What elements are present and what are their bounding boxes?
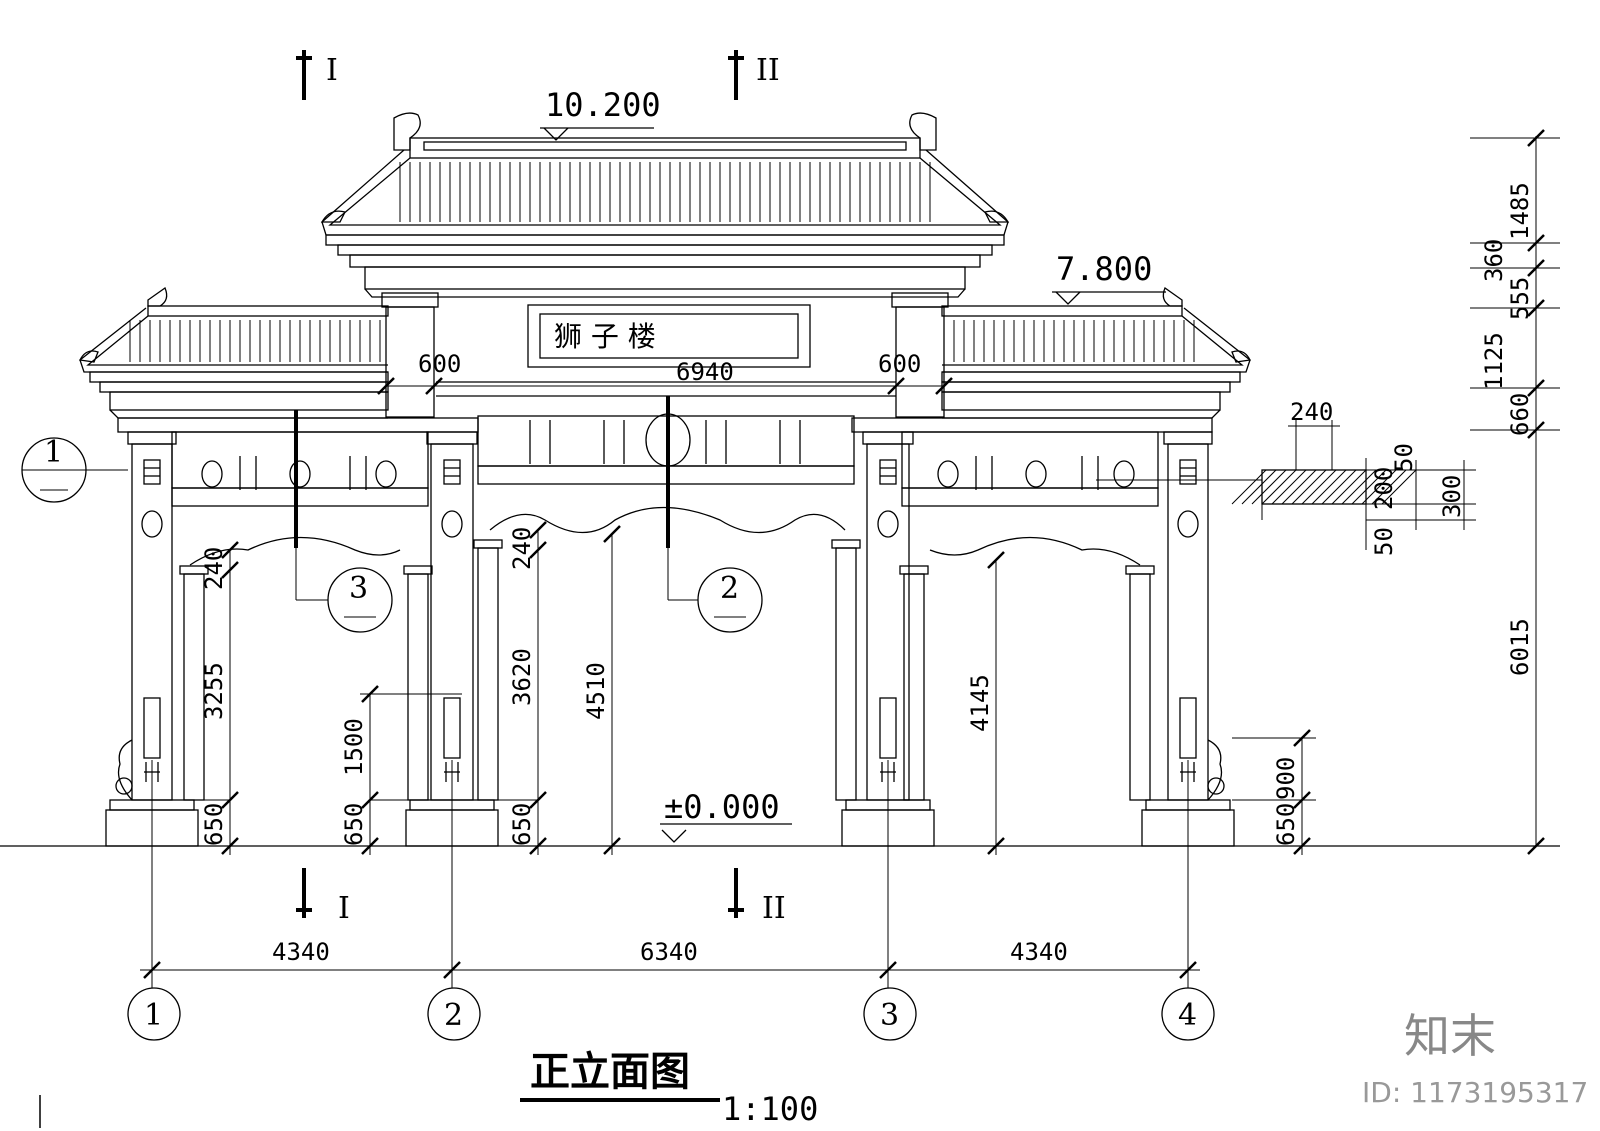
- pilaster: [831, 539, 861, 801]
- detail-2-label: 2: [720, 571, 739, 606]
- inner-dim-labels: 600 6940 600: [418, 350, 921, 386]
- drawing-scale: 1:100: [722, 1090, 818, 1128]
- main-roof-tiles: [399, 162, 931, 222]
- detail-3-label: 3: [349, 571, 368, 606]
- axis-label-1: 1: [144, 998, 163, 1033]
- pilaster: [899, 565, 929, 801]
- dim-1485: 1485: [1506, 182, 1534, 240]
- drawing-title-block: 正立面图 1:100: [39, 1048, 818, 1128]
- detail-callouts: 3 2 1: [21, 396, 1262, 633]
- column: [1141, 431, 1235, 847]
- right-side-roof: [941, 287, 1251, 419]
- dim-650-left: 650: [200, 803, 228, 846]
- dim-600-left: 600: [418, 350, 461, 378]
- dim-600-right: 600: [878, 350, 921, 378]
- span-3-4: 4340: [1010, 938, 1068, 966]
- elevation-marker-ground: ±0.000: [660, 788, 792, 843]
- dim-1500: 1500: [340, 718, 368, 776]
- axis-label-3: 3: [880, 998, 899, 1033]
- dim-6940: 6940: [676, 358, 734, 386]
- beam-dim-200: 200: [1370, 467, 1398, 510]
- axis-label-2: 2: [444, 998, 463, 1033]
- main-roof: [320, 112, 1010, 298]
- beam-dim-50: 50: [1390, 443, 1418, 472]
- elevation-top-label: 10.200: [545, 86, 661, 124]
- dim-240-left: 240: [200, 547, 228, 590]
- elevation-side-label: 7.800: [1056, 250, 1152, 288]
- dim-1125: 1125: [1480, 332, 1508, 390]
- pilaster: [403, 565, 433, 801]
- dimension-lines: [140, 129, 1560, 1000]
- section-2-bottom-label: II: [762, 891, 786, 926]
- elevation-marker-side: 7.800: [1052, 250, 1166, 305]
- dim-240-mid: 240: [508, 527, 536, 570]
- beam-dim-300: 300: [1438, 475, 1466, 518]
- dim-660: 660: [1506, 393, 1534, 436]
- axis-bubbles: 1 2 3 4: [127, 987, 1215, 1041]
- plaque-text: 狮 子 楼: [554, 320, 656, 353]
- section-1-bottom-label: I: [338, 891, 350, 926]
- axis-bubble-2: [427, 987, 481, 1041]
- drawing-title: 正立面图: [530, 1048, 690, 1095]
- central-panels: [529, 413, 801, 467]
- dim-6015: 6015: [1506, 618, 1534, 676]
- beam-section-detail: [1231, 420, 1476, 550]
- vertical-dim-labels: 3255 240 650 1500 650 3620 240 650 4510 …: [200, 182, 1534, 846]
- detail-1-label: 1: [44, 435, 63, 470]
- dim-3255: 3255: [200, 662, 228, 720]
- watermark-id: ID: 1173195317: [1362, 1076, 1588, 1109]
- dim-555: 555: [1506, 277, 1534, 320]
- section-2-top-label: II: [756, 53, 780, 88]
- dim-650-mid: 650: [340, 803, 368, 846]
- dim-900: 900: [1272, 757, 1300, 800]
- dim-4145: 4145: [966, 674, 994, 732]
- axis-bubble-3: [863, 987, 917, 1041]
- beam-dim-240: 240: [1290, 398, 1333, 426]
- right-roof-tiles: [943, 320, 1195, 362]
- dim-650-right: 650: [508, 803, 536, 846]
- right-bay: [851, 417, 1213, 566]
- watermark: 知末 ID: 1173195317: [1362, 1009, 1588, 1109]
- dim-4510: 4510: [582, 662, 610, 720]
- section-markers: I II I II: [296, 50, 786, 926]
- elevation-ground-label: ±0.000: [664, 788, 780, 826]
- axis-span-dims: 4340 6340 4340: [272, 938, 1068, 966]
- left-roof-tiles: [129, 320, 381, 362]
- watermark-brand: 知末: [1404, 1009, 1496, 1063]
- axis-bubble-4: [1161, 987, 1215, 1041]
- span-1-2: 4340: [272, 938, 330, 966]
- beam-dim-50b: 50: [1370, 527, 1398, 556]
- span-2-3: 6340: [640, 938, 698, 966]
- pilaster: [473, 539, 503, 801]
- pilaster: [1125, 565, 1155, 801]
- axis-label-4: 4: [1178, 998, 1197, 1033]
- elevation-marker-top: 10.200: [540, 86, 661, 141]
- axis-bubble-1: [127, 987, 181, 1041]
- section-1-top-label: I: [326, 53, 338, 88]
- central-frame: [381, 292, 949, 534]
- dim-3620: 3620: [508, 648, 536, 706]
- dim-650-far: 650: [1272, 803, 1300, 846]
- left-side-roof: [79, 287, 389, 419]
- dim-360: 360: [1480, 239, 1508, 282]
